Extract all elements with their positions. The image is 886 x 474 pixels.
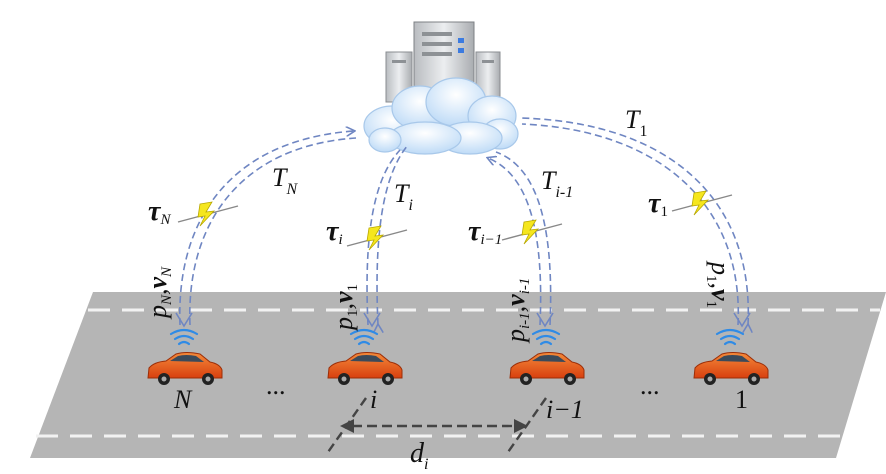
car-icon — [327, 352, 403, 385]
state-labels: pN,vN p1,v1 pi-1,vi-1 p1,v1 — [143, 260, 735, 344]
vehicle-label-i-1: i−1 — [546, 395, 584, 424]
vehicles — [147, 352, 769, 385]
arrowhead-vehicle-n — [175, 312, 193, 328]
link-uplink-vehicle-n — [179, 131, 354, 326]
wireless-signals — [169, 328, 745, 346]
arrowhead-vehicle-i-1 — [536, 312, 554, 328]
lightning-bolt-icon — [346, 225, 408, 251]
ellipsis-right: ... — [640, 371, 660, 400]
lightning-bolt-icon — [671, 190, 733, 216]
road-surface — [30, 292, 886, 458]
link-uplink-vehicle-1 — [521, 123, 740, 326]
label-T-i-1: Ti-1 — [541, 166, 573, 201]
label-tau-i: τi — [326, 216, 343, 248]
label-tau-i-1: τi−1 — [468, 216, 502, 248]
wifi-signal-icon — [715, 328, 745, 346]
label-tau-N: τN — [148, 196, 171, 228]
label-state-1: p1,v1 — [703, 260, 735, 308]
link-uplink-vehicle-i — [366, 149, 401, 326]
lightning-bolt-icon — [177, 201, 239, 227]
link-downlink-vehicle-n — [189, 137, 357, 326]
label-state-i-1: pi-1,vi-1 — [501, 278, 533, 344]
wifi-signal-icon — [169, 328, 199, 346]
cloud-server-group — [363, 21, 519, 155]
lightning-bolt-icon — [501, 219, 563, 245]
car-icon — [693, 352, 769, 385]
ellipsis-left: ... — [266, 371, 286, 400]
label-tau-1: τ1 — [648, 188, 668, 220]
distance-arrowhead-left — [340, 419, 354, 433]
vehicle-labels: N i i−1 1 ... ... — [173, 371, 748, 424]
link-downlink-vehicle-i-1 — [495, 151, 552, 326]
link-uplink-vehicle-i-1 — [488, 158, 542, 326]
label-T-N: TN — [272, 163, 298, 198]
communication-links — [179, 117, 749, 326]
link-arrowheads — [175, 312, 751, 328]
arrowhead-vehicle-1 — [733, 312, 751, 328]
inter-vehicle-distance — [325, 397, 547, 456]
transmission-labels: TN Ti Ti-1 T1 — [272, 105, 647, 214]
wifi-signal-icon — [349, 328, 379, 346]
label-state-i: p1,v1 — [329, 284, 361, 332]
distance-arrowhead-right — [514, 419, 528, 433]
vehicle-label-1: 1 — [735, 385, 748, 414]
vehicle-label-i: i — [370, 385, 377, 414]
delay-labels: τN τi τi−1 τ1 — [148, 188, 668, 248]
car-icon — [509, 352, 585, 385]
label-T-i: Ti — [394, 179, 413, 214]
delay-bolts — [177, 190, 733, 251]
link-downlink-vehicle-i — [377, 144, 409, 325]
distance-label: di — [410, 438, 428, 473]
wifi-signal-icon — [531, 328, 561, 346]
car-icon — [147, 352, 223, 385]
vehicle-label-N: N — [173, 385, 193, 414]
label-T-1: T1 — [625, 105, 647, 140]
arrowhead-vehicle-i — [363, 312, 381, 328]
label-state-N: pN,vN — [143, 266, 175, 320]
link-downlink-vehicle-1 — [519, 117, 748, 325]
cloud-icon — [363, 77, 519, 155]
